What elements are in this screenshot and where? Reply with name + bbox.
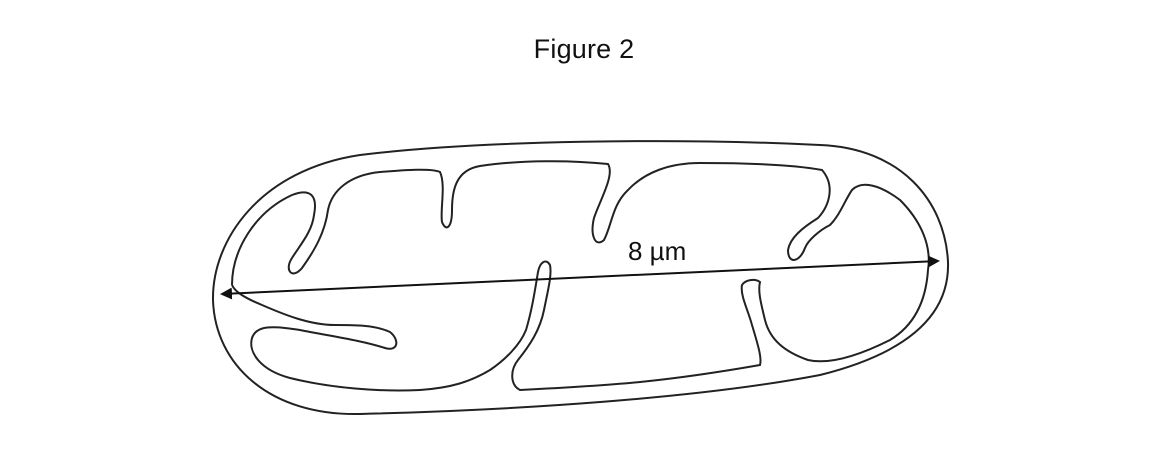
scale-label: 8 µm [628,236,686,266]
scale-arrow [220,255,940,300]
outer-membrane [211,140,950,416]
figure-title: Figure 2 [533,34,635,64]
inner-membrane-right [231,260,929,392]
